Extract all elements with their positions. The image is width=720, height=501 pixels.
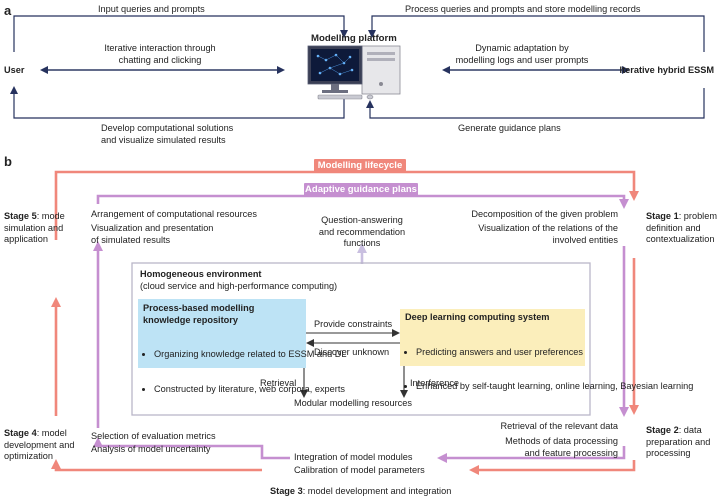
guidance-plans-label: Generate guidance plans bbox=[458, 123, 561, 133]
input-queries-label: Input queries and prompts bbox=[98, 4, 205, 14]
stage5-label: Stage 5: mode simulation and application bbox=[4, 211, 84, 246]
user-label: User bbox=[4, 65, 25, 75]
stage1-desc: : problem definition and contextualizati… bbox=[646, 211, 717, 244]
process-based-repository-box: Process-based modelling knowledge reposi… bbox=[138, 299, 347, 394]
arrow-input-queries bbox=[13, 15, 348, 52]
lifecycle-bottom-left-path bbox=[51, 459, 262, 472]
panel-b-label: b bbox=[4, 154, 12, 169]
essm-label: Iterative hybrid ESSM bbox=[619, 65, 714, 75]
retrieval-relevant-label: Retrieval of the relevant data bbox=[500, 421, 618, 431]
stage2-label: Stage 2: data preparation and processing bbox=[646, 425, 720, 460]
stage5-title: Stage 5 bbox=[4, 211, 37, 221]
discover-unknown-label: Discover unknown bbox=[314, 347, 390, 357]
arrow-develop-solutions bbox=[10, 86, 345, 119]
provide-constraints-label: Provide constraints bbox=[314, 319, 393, 329]
stage1-title: Stage 1 bbox=[646, 211, 679, 221]
deep-learning-title: Deep learning computing system bbox=[405, 312, 550, 322]
decomposition-label: Decomposition of the given problem bbox=[471, 209, 618, 219]
analysis-uncertainty-label: Analysis of model uncertainty bbox=[91, 444, 211, 454]
deep-learning-list: Predicting answers and user preferences … bbox=[405, 324, 693, 416]
stage2-title: Stage 2 bbox=[646, 425, 679, 435]
deep-learning-system-box: Deep learning computing system Predictin… bbox=[400, 309, 693, 391]
selection-metrics-label: Selection of evaluation metrics bbox=[91, 431, 216, 441]
process-queries-label: Process queries and prompts and store mo… bbox=[405, 4, 641, 14]
integration-modules-label: Integration of model modules bbox=[294, 452, 413, 462]
process-based-item: Organizing knowledge related to ESSM and… bbox=[154, 349, 347, 361]
qa-label: Question-answering and recommendation fu… bbox=[318, 215, 406, 248]
lifecycle-badge: Modelling lifecycle bbox=[314, 159, 406, 173]
process-based-item: Constructed by literature, web corpora, … bbox=[154, 384, 345, 396]
process-based-title: Process-based modelling knowledge reposi… bbox=[143, 303, 255, 325]
arrow-guidance-plans bbox=[366, 88, 705, 119]
lifecycle-bottom-right-path bbox=[469, 460, 636, 475]
adaptive-bottom-path bbox=[437, 446, 626, 463]
iterative-interaction-label: Iterative interaction through chatting a… bbox=[104, 43, 216, 65]
stage4-label: Stage 4: model development and optimizat… bbox=[4, 428, 84, 463]
methods-processing-label: Methods of data processing and feature p… bbox=[505, 436, 618, 458]
visualization-presentation-label: Visualization and presentation of simula… bbox=[91, 223, 214, 245]
internal-connectors bbox=[300, 329, 408, 398]
homogeneous-title: Homogeneous environment bbox=[140, 269, 262, 279]
adaptive-top-path bbox=[96, 194, 629, 209]
panel-a-connectors bbox=[10, 15, 705, 119]
panel-a-label: a bbox=[4, 3, 12, 18]
retrieval-label: Retrieval bbox=[260, 378, 297, 388]
calibration-label: Calibration of model parameters bbox=[294, 465, 425, 475]
stage1-label: Stage 1: problem definition and contextu… bbox=[646, 211, 720, 246]
homogeneous-subtitle: (cloud service and high-performance comp… bbox=[140, 281, 338, 291]
stage4-title: Stage 4 bbox=[4, 428, 37, 438]
stage3-title: Stage 3 bbox=[270, 486, 303, 496]
interference-label: Interference bbox=[410, 378, 460, 388]
process-based-list: Organizing knowledge related to ESSM and… bbox=[143, 326, 347, 418]
arrangement-label: Arrangement of computational resources bbox=[91, 209, 257, 219]
stage5-desc: : mode simulation and application bbox=[4, 211, 65, 244]
deep-learning-item: Predicting answers and user preferences bbox=[416, 347, 583, 359]
stage3-desc: : model development and integration bbox=[302, 486, 452, 496]
stage4-desc: : model development and optimization bbox=[4, 428, 75, 461]
adaptive-badge: Adaptive guidance plans bbox=[304, 183, 418, 197]
modular-resources-label: Modular modelling resources bbox=[294, 398, 412, 408]
stage2-desc: : data preparation and processing bbox=[646, 425, 711, 458]
stage3-label: Stage 3: model development and integrati… bbox=[266, 486, 456, 498]
visualization-relations-label: Visualization of the relations of the in… bbox=[478, 223, 618, 245]
dynamic-adaptation-label: Dynamic adaptation by modelling logs and… bbox=[455, 43, 589, 65]
platform-label: Modelling platform bbox=[311, 33, 397, 44]
homogeneous-environment-box bbox=[131, 262, 591, 416]
develop-solutions-label: Develop computational solutions and visu… bbox=[101, 123, 234, 145]
computer-icon bbox=[307, 45, 401, 100]
adaptive-bottom-left-path bbox=[93, 437, 290, 460]
arrow-process-queries bbox=[368, 15, 705, 52]
deep-learning-item: Enhanced by self-taught learning, online… bbox=[416, 381, 693, 393]
